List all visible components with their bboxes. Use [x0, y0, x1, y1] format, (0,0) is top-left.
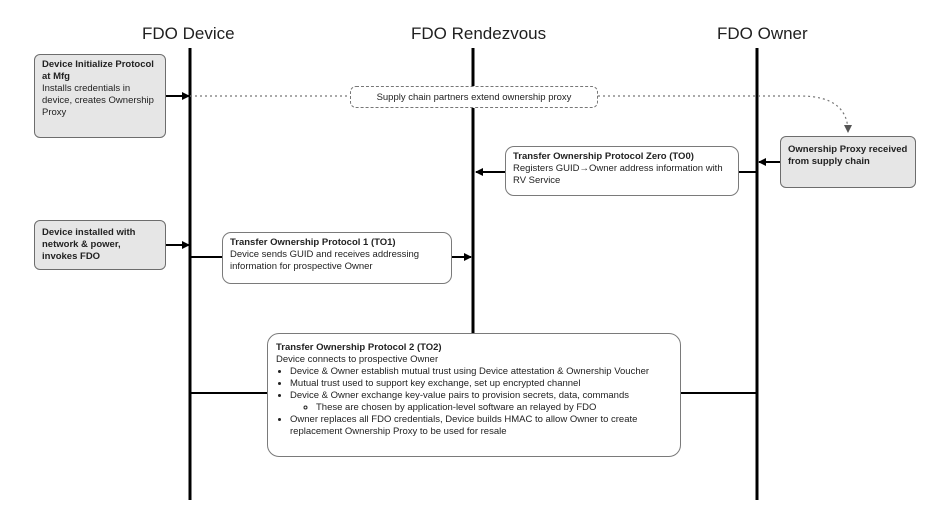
- supply-chain-label: Supply chain partners extend ownership p…: [350, 86, 598, 108]
- to0-title: Transfer Ownership Protocol Zero (TO0): [513, 151, 694, 162]
- supply-chain-dotted-right: [598, 95, 852, 133]
- device-header: FDO Device: [142, 24, 235, 43]
- to0-body: Registers GUID→Owner address information…: [513, 163, 731, 187]
- to1-title: Transfer Ownership Protocol 1 (TO1): [230, 237, 396, 248]
- to0-body-rest: Owner address information with RV Servic…: [513, 163, 723, 186]
- to2-intro: Device connects to prospective Owner: [276, 354, 439, 365]
- to2-bullet-3: Device & Owner exchange key-value pairs …: [290, 390, 672, 414]
- to2-bullet-2: Mutual trust used to support key exchang…: [290, 378, 672, 390]
- to1-box: Transfer Ownership Protocol 1 (TO1) Devi…: [222, 232, 452, 284]
- mfg-box-title: Device Initialize Protocol at Mfg: [42, 59, 154, 82]
- to2-sub-bullet: These are chosen by application-level so…: [316, 402, 672, 414]
- to0-body-guid: Registers GUID: [513, 163, 580, 174]
- to1-body: Device sends GUID and receives addressin…: [230, 249, 420, 272]
- ownership-proxy-box: Ownership Proxy received from supply cha…: [780, 136, 916, 188]
- owner-header: FDO Owner: [717, 24, 808, 43]
- to2-bullet-list: Device & Owner establish mutual trust us…: [276, 366, 672, 438]
- to2-title: Transfer Ownership Protocol 2 (TO2): [276, 342, 442, 353]
- to2-bullet-4: Owner replaces all FDO credentials, Devi…: [290, 414, 672, 438]
- rendezvous-header: FDO Rendezvous: [411, 24, 547, 43]
- to2-box: Transfer Ownership Protocol 2 (TO2) Devi…: [267, 333, 681, 457]
- to2-bullet-1: Device & Owner establish mutual trust us…: [290, 366, 672, 378]
- mfg-initialize-box: Device Initialize Protocol at Mfg Instal…: [34, 54, 166, 138]
- to0-box: Transfer Ownership Protocol Zero (TO0) R…: [505, 146, 739, 196]
- to2-bullet-3-text: Device & Owner exchange key-value pairs …: [290, 390, 629, 401]
- mfg-box-body: Installs credentials in device, creates …: [42, 83, 154, 118]
- device-installed-box: Device installed with network & power, i…: [34, 220, 166, 270]
- to2-sub-list: These are chosen by application-level so…: [290, 402, 672, 414]
- arrow-icon: →: [579, 163, 590, 174]
